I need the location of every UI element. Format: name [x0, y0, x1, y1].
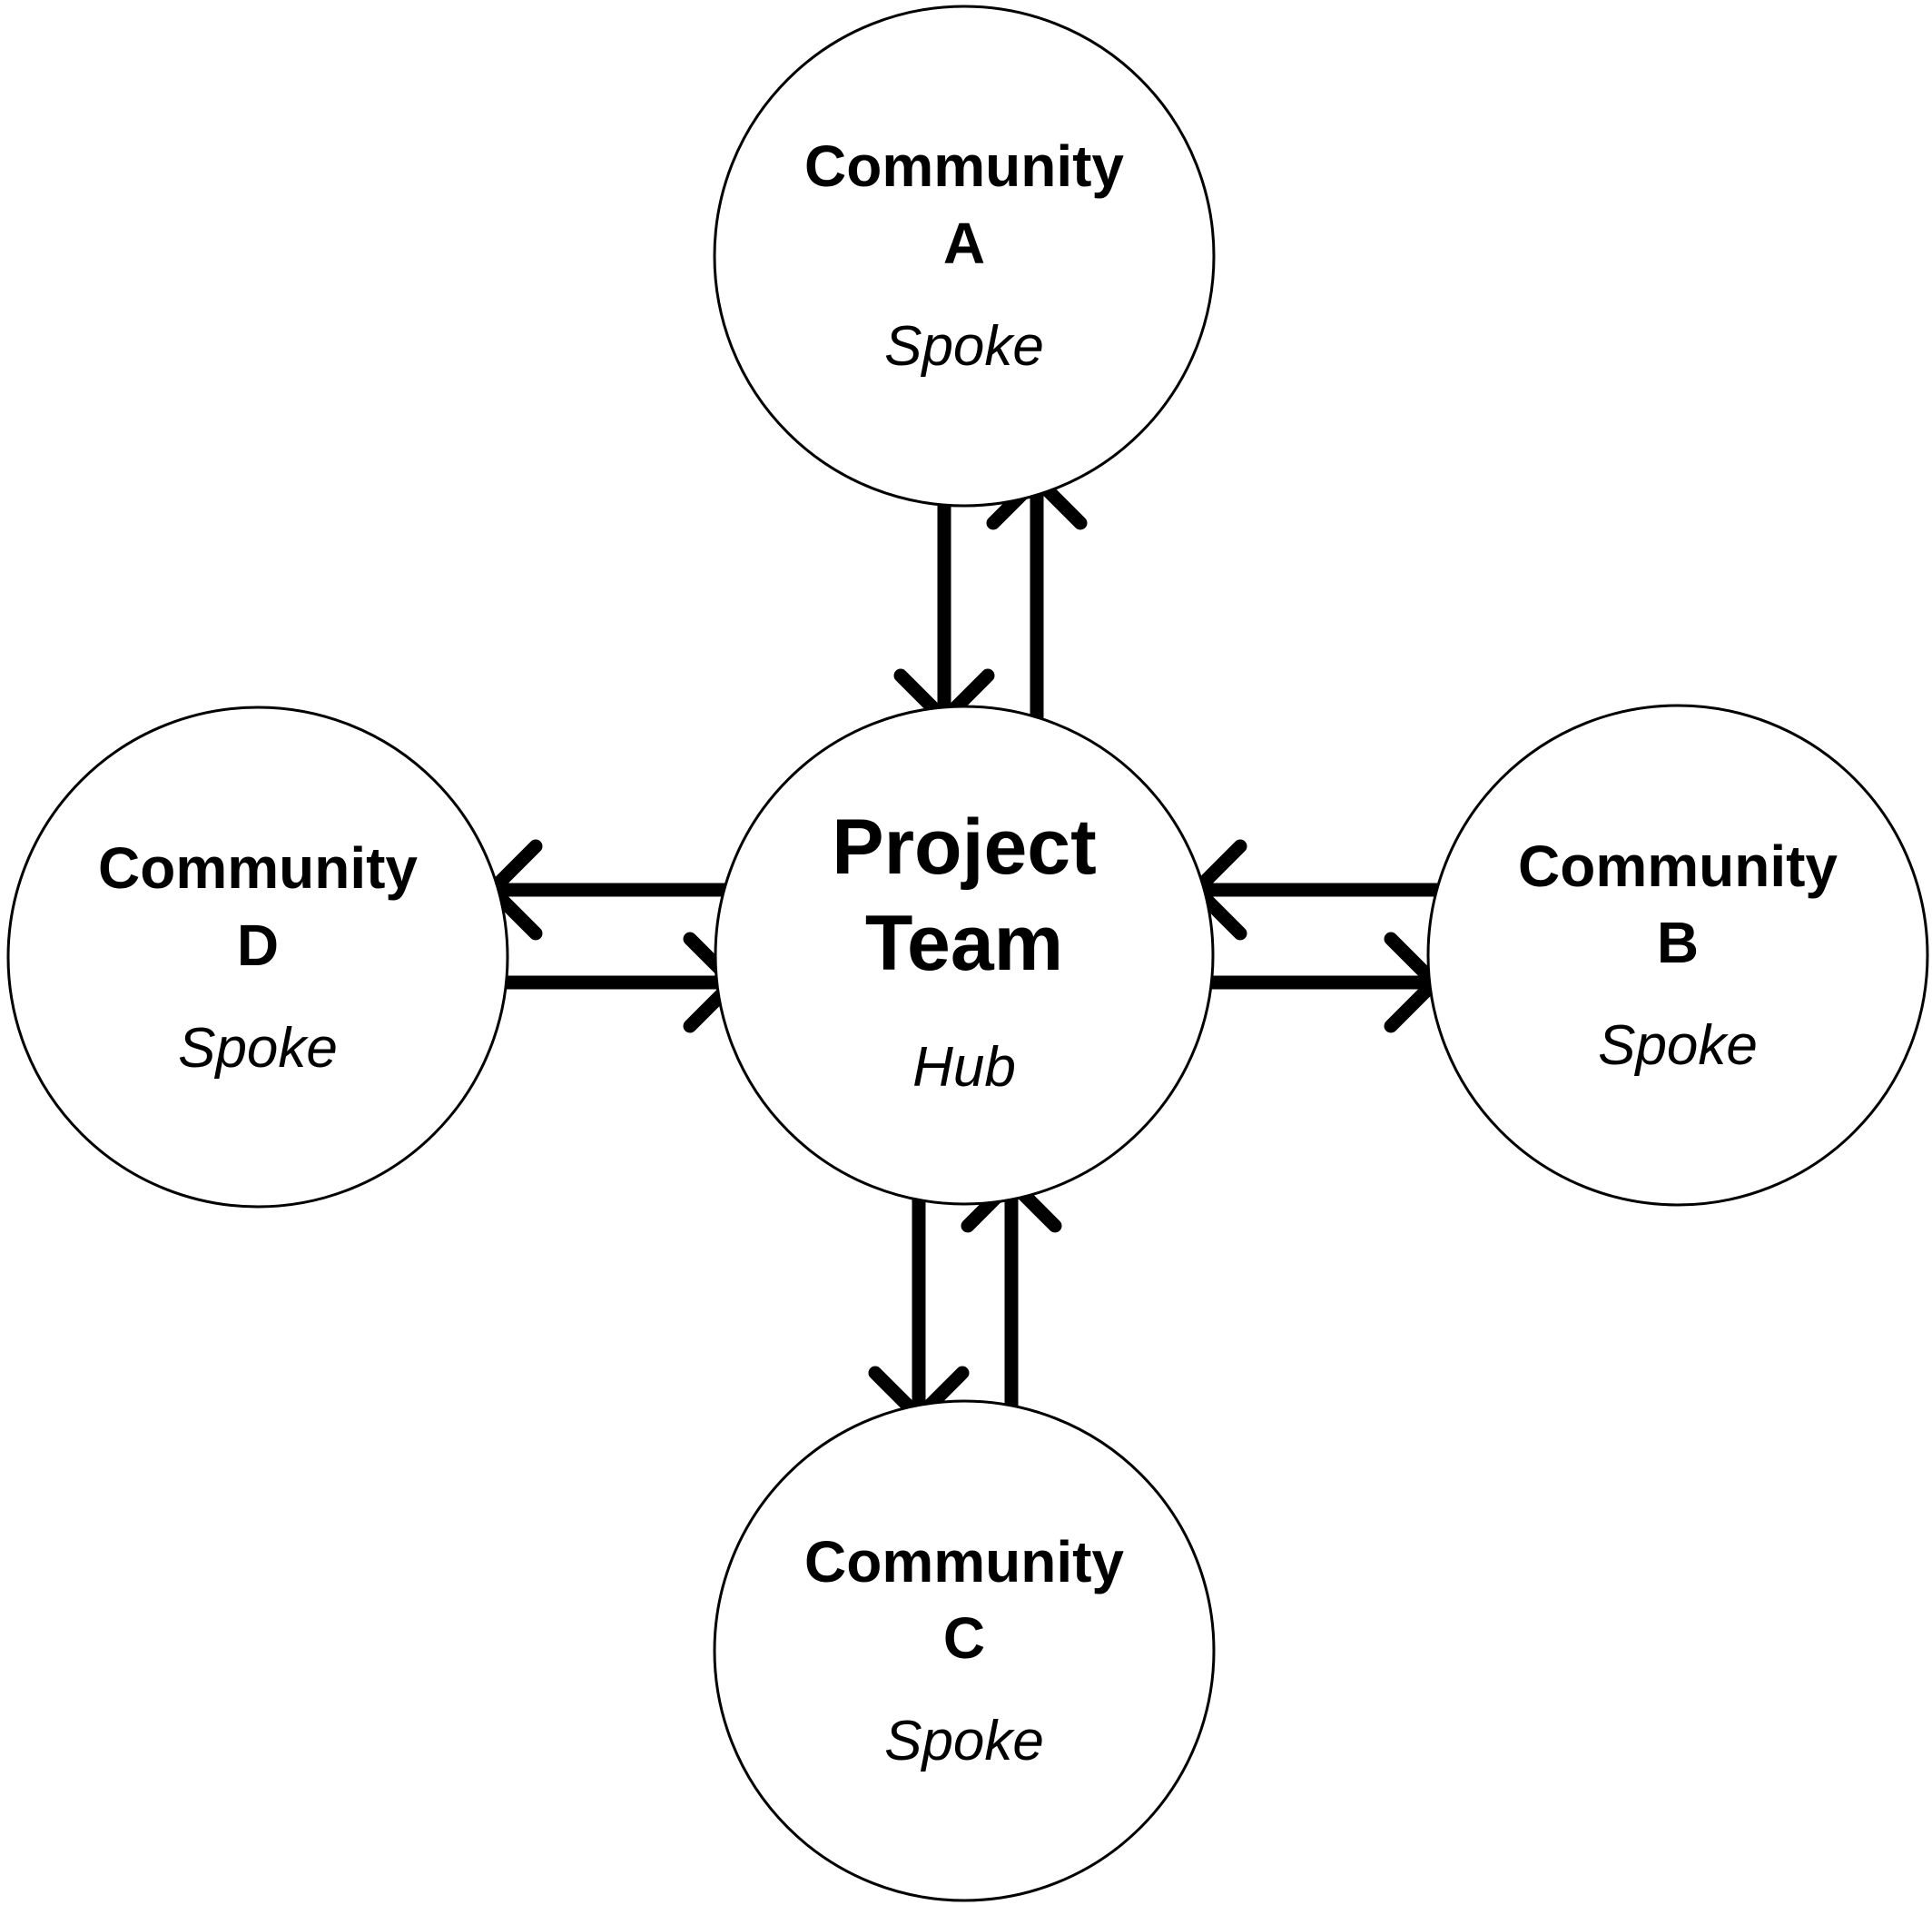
arrow-c-to-hub	[961, 1175, 1062, 1426]
community-b-role: Spoke	[1598, 1014, 1758, 1077]
community-d-title-line2: D	[237, 913, 279, 978]
community-c-title-line1: Community	[804, 1529, 1124, 1594]
community-c-circle	[713, 1399, 1216, 1902]
node-community-a: Community A Spoke	[713, 5, 1216, 508]
project-team-title-line1: Project	[832, 804, 1097, 891]
node-community-d: Community D Spoke	[6, 706, 509, 1209]
project-team-circle	[714, 705, 1215, 1206]
community-d-role: Spoke	[178, 1017, 338, 1080]
community-d-title-line1: Community	[98, 835, 418, 901]
project-team-role: Hub	[912, 1036, 1016, 1099]
community-a-circle	[713, 5, 1216, 508]
arrow-hub-to-b	[1189, 932, 1442, 1033]
node-community-c: Community C Spoke	[713, 1399, 1216, 1902]
arrow-hub-to-d	[485, 839, 741, 941]
node-project-team: Project Team Hub	[714, 705, 1215, 1206]
arrow-hub-to-a	[986, 472, 1088, 725]
community-b-circle	[1426, 704, 1929, 1207]
arrow-hub-to-c	[868, 1173, 970, 1424]
arrow-a-to-hub	[893, 474, 995, 726]
community-d-circle	[6, 706, 509, 1209]
community-b-title-line2: B	[1657, 910, 1699, 975]
community-a-role: Spoke	[884, 315, 1044, 378]
project-team-title-line2: Team	[865, 900, 1063, 987]
community-a-title-line2: A	[943, 211, 985, 276]
community-c-role: Spoke	[884, 1710, 1044, 1772]
arrow-b-to-hub	[1189, 839, 1444, 941]
node-community-b: Community B Spoke	[1426, 704, 1929, 1207]
community-c-title-line2: C	[943, 1605, 985, 1671]
community-a-title-line1: Community	[804, 133, 1124, 199]
arrow-d-to-hub	[485, 932, 741, 1033]
community-b-title-line1: Community	[1518, 834, 1838, 899]
